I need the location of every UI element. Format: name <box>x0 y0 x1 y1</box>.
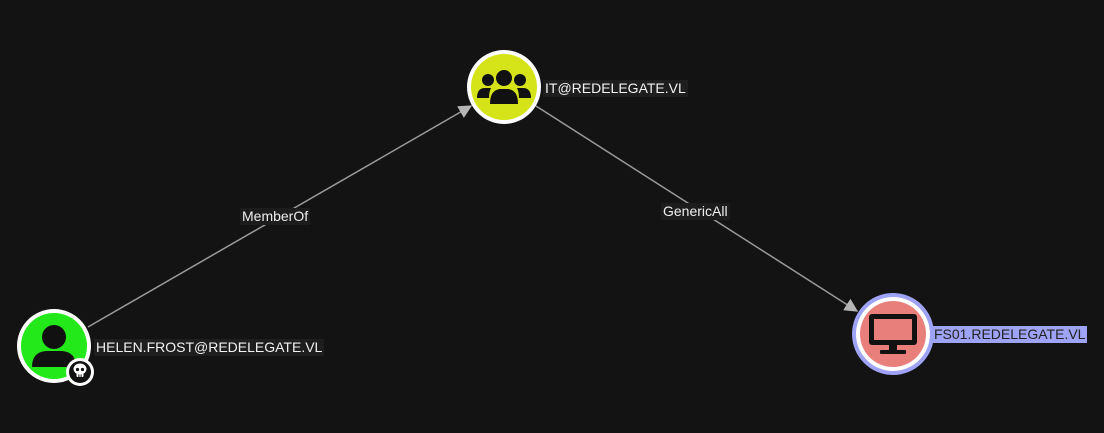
user-icon <box>32 325 76 367</box>
edge-label-genericall: GenericAll <box>661 203 730 220</box>
node-user[interactable] <box>17 309 94 386</box>
node-group-fill <box>471 54 537 120</box>
skull-icon <box>66 358 94 386</box>
group-icon <box>477 70 531 104</box>
node-label-user: HELEN.FROST@REDELEGATE.VL <box>94 339 325 356</box>
computer-icon <box>869 314 917 354</box>
node-label-group: IT@REDELEGATE.VL <box>543 80 688 97</box>
node-computer[interactable] <box>852 293 934 375</box>
node-group[interactable] <box>467 50 541 124</box>
node-label-computer: FS01.REDELEGATE.VL <box>932 326 1088 343</box>
edge-label-memberof: MemberOf <box>240 208 311 225</box>
